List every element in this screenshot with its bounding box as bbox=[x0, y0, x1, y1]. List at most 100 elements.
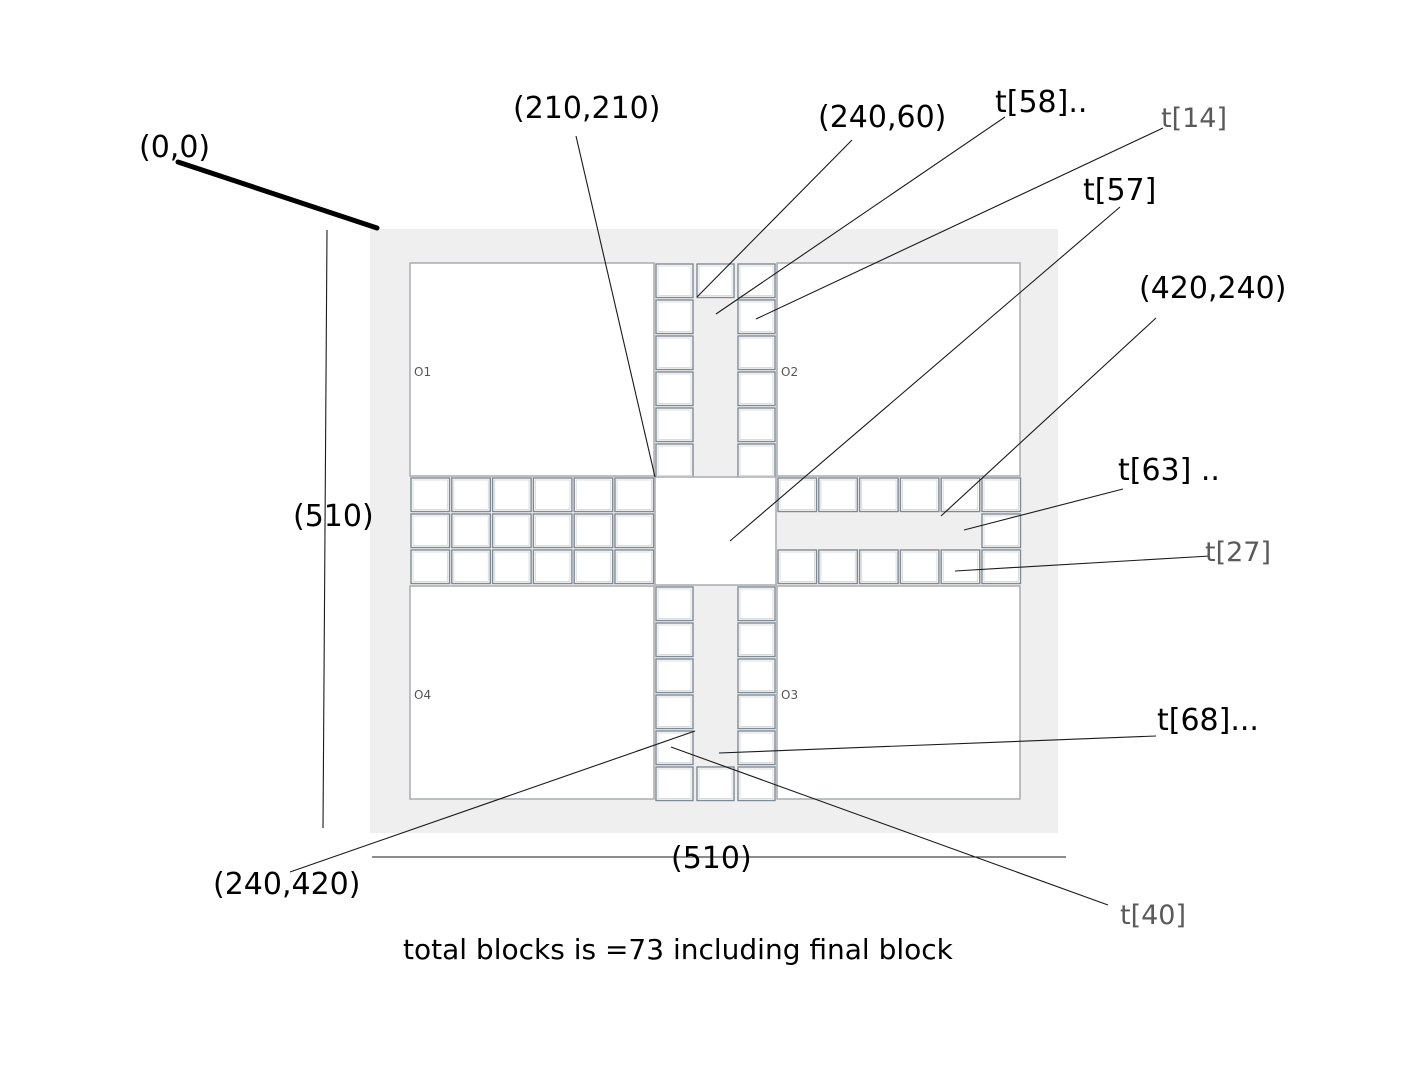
path-cell-inner bbox=[861, 479, 897, 510]
center-corner-pointer bbox=[575, 135, 656, 478]
path-cell bbox=[696, 263, 735, 299]
path-cell bbox=[573, 549, 614, 585]
path-cell-inner bbox=[739, 301, 774, 332]
path-cell-inner bbox=[739, 409, 774, 440]
path-cell-inner bbox=[657, 624, 692, 655]
path-cell bbox=[655, 407, 694, 443]
path-cell-inner bbox=[739, 373, 774, 404]
path-cell-inner bbox=[779, 479, 815, 510]
path-cell bbox=[737, 299, 776, 335]
t57-label: t[57] bbox=[1083, 173, 1156, 208]
path-cell-inner bbox=[861, 551, 897, 582]
path-cell-inner bbox=[657, 660, 692, 691]
path-cell bbox=[737, 443, 776, 479]
path-cell bbox=[655, 766, 694, 802]
height-label: (510) bbox=[293, 499, 374, 534]
path-cell-inner bbox=[412, 479, 448, 510]
path-cell-inner bbox=[575, 479, 612, 510]
path-cell bbox=[737, 407, 776, 443]
path-cell-inner bbox=[739, 732, 774, 763]
path-cell-inner bbox=[942, 479, 979, 510]
path-cell bbox=[655, 622, 694, 658]
path-cell bbox=[655, 299, 694, 335]
home-o4 bbox=[409, 585, 655, 800]
path-cell bbox=[737, 658, 776, 694]
path-cell bbox=[655, 263, 694, 299]
home-o2-label: O2 bbox=[781, 365, 798, 379]
path-cell bbox=[737, 730, 776, 766]
path-cell-inner bbox=[739, 660, 774, 691]
home-o4-label: O4 bbox=[414, 688, 431, 702]
path-cell bbox=[655, 335, 694, 371]
path-cell bbox=[614, 477, 655, 513]
path-cell-inner bbox=[739, 696, 774, 727]
right-path-label: (420,240) bbox=[1139, 271, 1286, 306]
path-cell bbox=[655, 371, 694, 407]
path-cell-inner bbox=[412, 551, 448, 582]
path-cell bbox=[737, 263, 776, 299]
path-cell-inner bbox=[453, 479, 489, 510]
path-cell-inner bbox=[575, 551, 612, 582]
path-cell bbox=[818, 549, 858, 585]
origin-pointer-line bbox=[175, 159, 380, 231]
path-cell bbox=[899, 477, 940, 513]
t27-label: t[27] bbox=[1205, 537, 1271, 568]
path-cell-inner bbox=[494, 551, 530, 582]
path-cell-inner bbox=[657, 696, 692, 727]
path-cell-inner bbox=[942, 551, 979, 582]
t63-pointer bbox=[963, 488, 1124, 531]
path-cell-inner bbox=[453, 515, 489, 546]
path-cell-inner bbox=[901, 479, 938, 510]
path-cell-inner bbox=[739, 265, 774, 296]
path-cell bbox=[737, 371, 776, 407]
path-cell-inner bbox=[739, 445, 774, 476]
path-cell-inner bbox=[657, 301, 692, 332]
path-cell bbox=[573, 477, 614, 513]
home-o3 bbox=[776, 585, 1021, 800]
path-cell bbox=[614, 513, 655, 549]
path-cell bbox=[981, 513, 1022, 549]
t58-pointer bbox=[715, 116, 1006, 315]
bottom-path-label: (240,420) bbox=[213, 867, 360, 902]
path-cell bbox=[737, 766, 776, 802]
path-cell bbox=[777, 549, 818, 585]
path-cell bbox=[491, 513, 532, 549]
t40-label: t[40] bbox=[1120, 900, 1186, 931]
path-cell-inner bbox=[575, 515, 612, 546]
path-cell-inner bbox=[983, 479, 1019, 510]
origin-label: (0,0) bbox=[139, 130, 210, 165]
home-o2 bbox=[776, 262, 1021, 477]
path-cell bbox=[858, 477, 899, 513]
path-cell-inner bbox=[820, 551, 856, 582]
path-cell bbox=[940, 477, 981, 513]
path-cell bbox=[451, 549, 491, 585]
center-corner-label: (210,210) bbox=[513, 91, 660, 126]
t14-pointer bbox=[755, 127, 1164, 320]
path-cell-inner bbox=[494, 515, 530, 546]
path-cells bbox=[410, 263, 1022, 802]
path-cell bbox=[655, 586, 694, 622]
path-cell bbox=[940, 549, 981, 585]
t63-label: t[63] .. bbox=[1118, 453, 1220, 488]
path-cell bbox=[573, 513, 614, 549]
t14-label: t[14] bbox=[1161, 103, 1227, 134]
path-cell-inner bbox=[739, 624, 774, 655]
path-cell-inner bbox=[698, 768, 733, 799]
path-cell-inner bbox=[534, 551, 571, 582]
path-cell bbox=[451, 477, 491, 513]
path-cell bbox=[899, 549, 940, 585]
t68-label: t[68]... bbox=[1157, 703, 1259, 738]
path-cell bbox=[737, 622, 776, 658]
home-o3-label: O3 bbox=[781, 688, 798, 702]
path-cell-inner bbox=[657, 768, 692, 799]
top-path-label: (240,60) bbox=[818, 100, 946, 135]
path-cell bbox=[655, 443, 694, 479]
path-cell bbox=[451, 513, 491, 549]
path-cell-inner bbox=[657, 337, 692, 368]
path-cell-inner bbox=[534, 479, 571, 510]
path-cell bbox=[858, 549, 899, 585]
path-cell-inner bbox=[739, 588, 774, 619]
path-cell-inner bbox=[616, 479, 652, 510]
path-cell bbox=[655, 694, 694, 730]
path-cell-inner bbox=[657, 588, 692, 619]
